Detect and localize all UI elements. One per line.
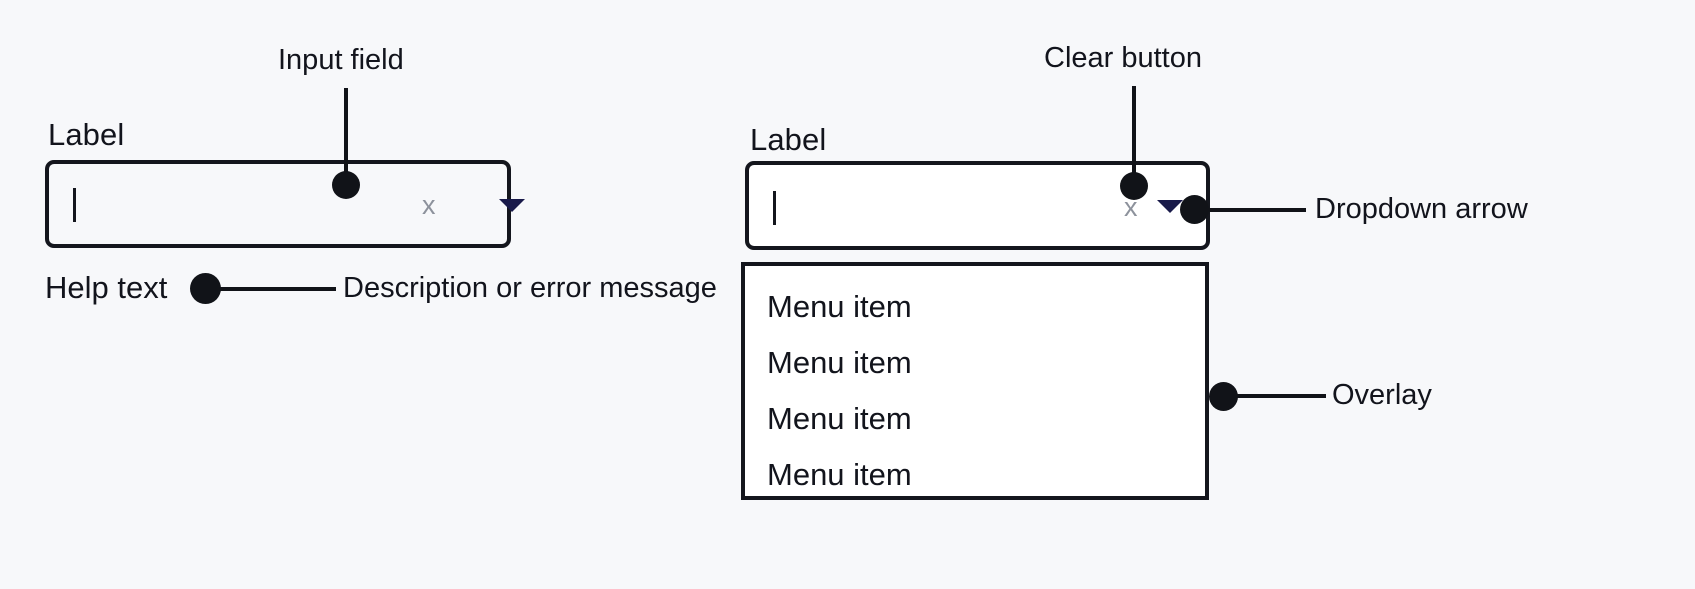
left-field-help-text: Help text xyxy=(45,270,168,305)
leader-line xyxy=(1203,208,1306,212)
right-field-label: Label xyxy=(750,122,827,157)
annotation-label: Description or error message xyxy=(343,272,717,304)
menu-item[interactable]: Menu item xyxy=(767,457,912,492)
leader-dot xyxy=(332,171,360,199)
leader-line xyxy=(1132,86,1136,186)
leader-line xyxy=(344,88,348,188)
annotation-label: Input field xyxy=(278,44,404,76)
menu-item[interactable]: Menu item xyxy=(767,289,912,324)
annotation-label: Overlay xyxy=(1332,379,1432,411)
chevron-down-icon[interactable] xyxy=(1157,200,1183,213)
menu-item[interactable]: Menu item xyxy=(767,401,912,436)
annotation-label: Clear button xyxy=(1044,42,1202,74)
left-field-label: Label xyxy=(48,117,125,152)
leader-line xyxy=(214,287,336,291)
dropdown-overlay: Menu item Menu item Menu item Menu item xyxy=(741,262,1209,500)
menu-item[interactable]: Menu item xyxy=(767,345,912,380)
clear-icon[interactable]: x xyxy=(1124,192,1138,222)
leader-dot xyxy=(1120,172,1148,200)
text-caret xyxy=(73,188,76,222)
text-caret xyxy=(773,191,776,225)
left-input-field[interactable]: x xyxy=(45,160,525,248)
chevron-down-icon[interactable] xyxy=(499,199,525,212)
leader-line xyxy=(1232,394,1326,398)
annotation-label: Dropdown arrow xyxy=(1315,193,1528,225)
clear-icon[interactable]: x xyxy=(422,190,436,220)
